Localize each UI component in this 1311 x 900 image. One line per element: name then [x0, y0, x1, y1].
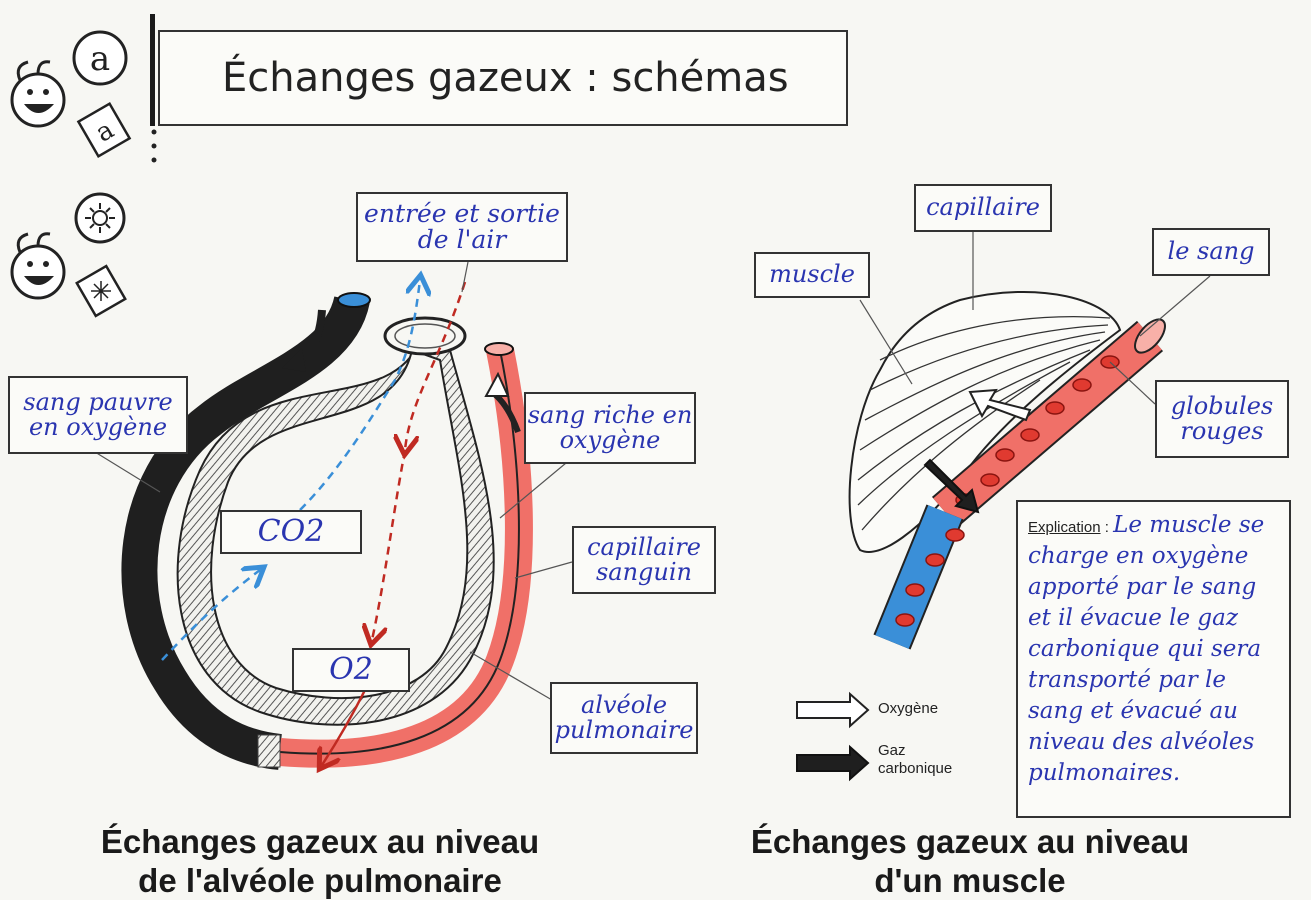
mascot-face-icon [12, 62, 64, 126]
sun-icon [76, 194, 125, 316]
label-rich-blood: sang riche en oxygène [524, 392, 696, 464]
explanation-box: Explication : Le muscle se charge en oxy… [1016, 500, 1291, 818]
title-dots [152, 130, 157, 163]
caption-lung: Échanges gazeux au niveau de l'alvéole p… [40, 822, 600, 900]
explanation-heading: Explication [1028, 519, 1101, 536]
title-box: Échanges gazeux : schémas [158, 30, 848, 126]
legend-co2: Gaz carbonique [878, 742, 952, 778]
label-poor-blood: sang pauvre en oxygène [8, 376, 188, 454]
speech-bubble-icon: a a [74, 32, 130, 156]
mascot-letter-a: a [90, 39, 110, 79]
oxygen-arrow-icon [797, 694, 868, 726]
label-red-cells: globules rouges [1155, 380, 1289, 458]
label-muscle: muscle [754, 252, 870, 298]
label-capillary-blood: capillaire sanguin [572, 526, 716, 594]
label-co2: CO2 [220, 510, 362, 554]
label-air-entry: entrée et sortie de l'air [356, 192, 568, 262]
legend-oxygen: Oxygène [878, 700, 938, 718]
label-capillary: capillaire [914, 184, 1052, 232]
title-rule [150, 14, 155, 126]
label-o2: O2 [292, 648, 410, 692]
co2-arrow-icon [797, 747, 868, 779]
mascot-face-icon [12, 234, 64, 298]
label-blood: le sang [1152, 228, 1270, 276]
page-title: Échanges gazeux : schémas [222, 55, 789, 101]
caption-muscle: Échanges gazeux au niveau d'un muscle [690, 822, 1250, 900]
label-alveolus: alvéole pulmonaire [550, 682, 698, 754]
explanation-text: Le muscle se charge en oxygène apporté p… [1028, 512, 1264, 786]
